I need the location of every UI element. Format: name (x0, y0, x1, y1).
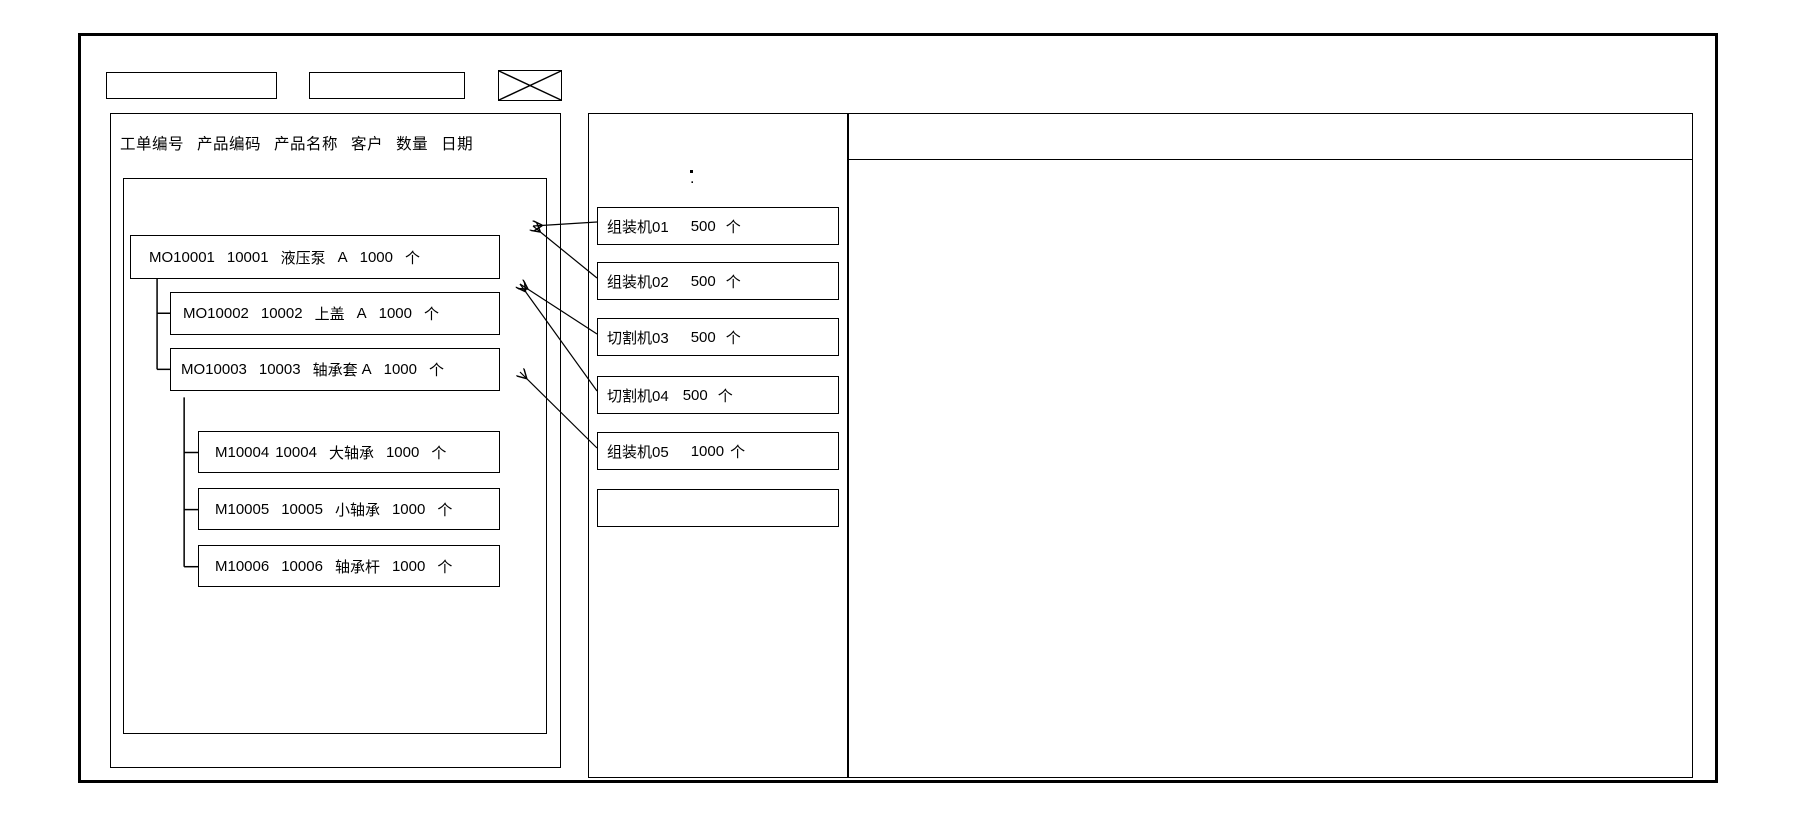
column-header-qty: 数量 (396, 136, 429, 153)
tree-row-unit: 个 (424, 306, 440, 323)
tree-row-customer: A (337, 248, 348, 266)
tree-row-order-no: M10006 (215, 557, 270, 575)
operation-qty: 500 (690, 272, 716, 290)
operation-item[interactable]: 组装机01 500 个 (597, 207, 839, 245)
operation-qty: 500 (690, 217, 716, 235)
tree-row[interactable]: MO10003 10003 轴承套 A 1000 个 (170, 348, 500, 391)
tree-row-product-name: 上盖 (314, 306, 345, 323)
tree-row-product-name: 轴承套 (312, 362, 358, 379)
tree-row-product-name: 液压泵 (280, 249, 326, 267)
operation-item[interactable]: 切割机04 500 个 (597, 376, 839, 414)
tree-row-product-name: 轴承杆 (334, 558, 380, 576)
tree-row-order-no: M10004 (215, 443, 270, 461)
tree-row-order-no: MO10003 (181, 361, 247, 378)
operation-machine: 切割机03 (607, 329, 669, 347)
operation-machine: 组装机01 (607, 218, 669, 236)
operation-machine: 切割机04 (607, 387, 669, 405)
tree-row-qty: 1000 (385, 443, 420, 461)
tree-row-customer: A (361, 361, 372, 378)
tree-row-product-code: 10002 (260, 305, 303, 322)
operation-unit: 个 (717, 387, 733, 405)
tree-row-order-no: M10005 (215, 500, 270, 518)
tree-row[interactable]: M10004 10004 大轴承 1000 个 (198, 431, 500, 473)
operation-unit: 个 (725, 329, 741, 347)
tree-row-product-code: 10006 (281, 557, 323, 575)
crossed-box-icon-glyph (499, 71, 561, 100)
tree-row-product-name: 大轴承 (328, 444, 374, 462)
tree-row-product-code: 10005 (281, 500, 323, 518)
toolbar-field-2[interactable] (309, 72, 465, 99)
column-header-product-code: 产品编码 (197, 136, 262, 153)
tree-row-qty: 1000 (383, 361, 417, 378)
crossed-box-icon[interactable] (498, 70, 562, 101)
tree-row-product-code: 10001 (226, 248, 269, 266)
column-header-date: 日期 (441, 136, 474, 153)
tree-row-qty: 1000 (359, 248, 393, 266)
column-header-customer: 客户 (351, 136, 384, 153)
tree-row-unit: 个 (429, 362, 445, 379)
operation-unit: 个 (725, 273, 741, 291)
tree-row-customer: A (356, 305, 367, 322)
tree-row-order-no: MO10001 (149, 248, 215, 266)
operation-panel-marker: . (690, 170, 694, 187)
tree-row-order-no: MO10002 (183, 305, 249, 322)
operation-unit: 个 (725, 218, 741, 236)
tree-row[interactable]: MO10002 10002 上盖 A 1000 个 (170, 292, 500, 335)
operation-item[interactable]: 切割机03 500 个 (597, 318, 839, 356)
work-order-column-headers: 工单编号 产品编码 产品名称 客户 数量 日期 (111, 128, 560, 158)
detail-panel (848, 113, 1693, 778)
operation-qty: 500 (690, 328, 716, 346)
operation-machine: 组装机02 (607, 273, 669, 291)
operation-qty: 1000 (690, 442, 725, 460)
tree-row-product-code: 10003 (258, 361, 301, 378)
tree-row[interactable]: M10005 10005 小轴承 1000 个 (198, 488, 500, 530)
column-header-order-no: 工单编号 (120, 136, 185, 153)
tree-row[interactable]: MO10001 10001 液压泵 A 1000 个 (130, 235, 500, 279)
tree-row[interactable]: M10006 10006 轴承杆 1000 个 (198, 545, 500, 587)
operation-item[interactable]: 组装机02 500 个 (597, 262, 839, 300)
column-header-product-name: 产品名称 (274, 136, 339, 153)
tree-row-unit: 个 (405, 249, 421, 267)
tree-row-product-code: 10004 (275, 443, 317, 461)
operation-machine: 组装机05 (607, 443, 669, 461)
operation-qty: 500 (682, 386, 708, 404)
tree-row-qty: 1000 (391, 557, 426, 575)
tree-row-qty: 1000 (378, 305, 412, 322)
toolbar-field-1[interactable] (106, 72, 277, 99)
tree-row-unit: 个 (431, 444, 447, 462)
work-order-panel: 工单编号 产品编码 产品名称 客户 数量 日期 MO10001 (110, 113, 561, 768)
operation-empty-slot[interactable] (597, 489, 839, 527)
operation-item[interactable]: 组装机05 1000 个 (597, 432, 839, 470)
tree-row-unit: 个 (437, 501, 453, 519)
tree-row-unit: 个 (437, 558, 453, 576)
detail-panel-header-divider (849, 159, 1692, 160)
work-order-tree: MO10001 10001 液压泵 A 1000 个 MO10002 10002… (123, 178, 547, 734)
tree-row-qty: 1000 (391, 500, 426, 518)
operation-unit: 个 (730, 443, 746, 461)
tree-row-product-name: 小轴承 (334, 501, 380, 519)
